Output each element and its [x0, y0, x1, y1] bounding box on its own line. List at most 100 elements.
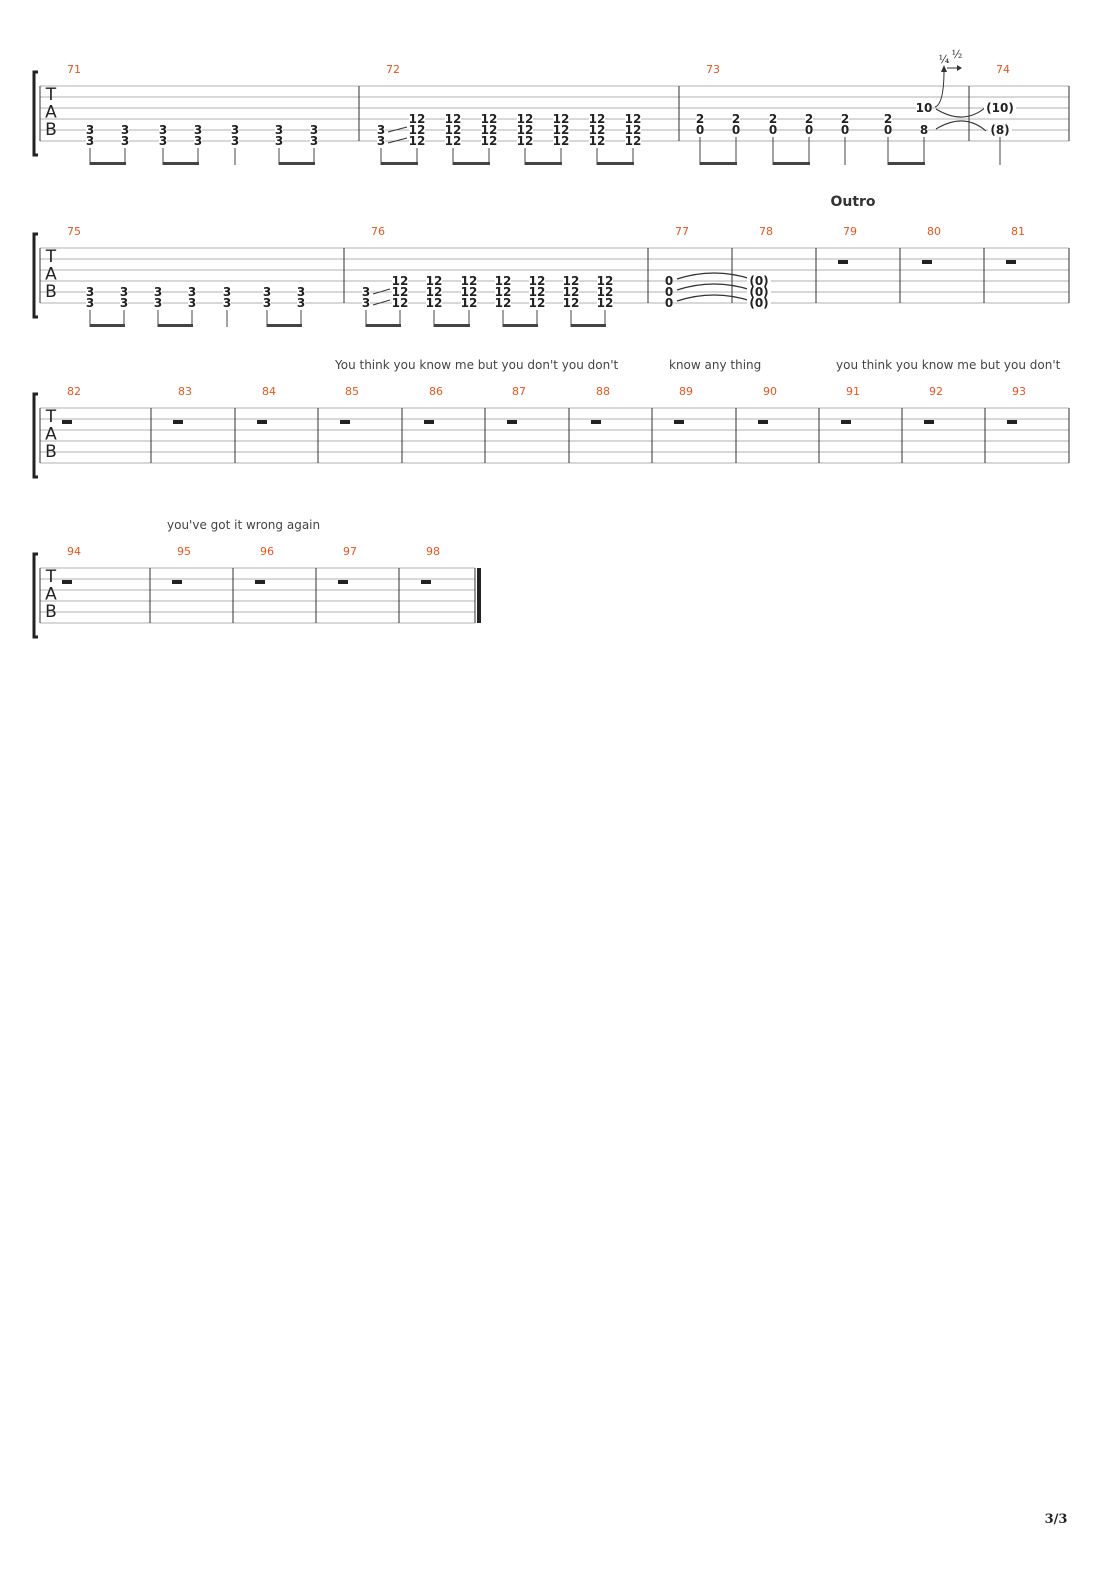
- fret-backing: [392, 287, 408, 297]
- system-bracket: [32, 70, 38, 157]
- fret-backing: [805, 114, 813, 124]
- fret-number: 3: [121, 134, 129, 148]
- tie-arc: [676, 283, 752, 291]
- bar-number: 92: [929, 385, 943, 398]
- fret-number: 0: [884, 123, 892, 137]
- tab-clef-letter: A: [45, 265, 57, 285]
- fret-number: 12: [426, 296, 443, 310]
- fret-backing: [747, 276, 771, 286]
- fret-backing: [461, 276, 477, 286]
- fret-backing: [563, 287, 579, 297]
- fret-number: (10): [986, 101, 1014, 115]
- page-number: 3/3: [1045, 1512, 1068, 1527]
- tab-clef-letter: T: [45, 247, 57, 267]
- fret-backing: [297, 287, 305, 297]
- fret-backing: [362, 298, 370, 308]
- fret-number: 12: [589, 134, 606, 148]
- bar-number: 91: [846, 385, 860, 398]
- bar-number: 88: [596, 385, 610, 398]
- whole-rest: [62, 580, 72, 584]
- fret-number: 3: [159, 123, 167, 137]
- fret-number: 3: [86, 285, 94, 299]
- fret-number: 2: [696, 112, 704, 126]
- fret-number: 0: [732, 123, 740, 137]
- fret-backing: [86, 125, 94, 135]
- fret-backing: [377, 125, 385, 135]
- fret-number: 3: [231, 123, 239, 137]
- fret-backing: [747, 287, 771, 297]
- fret-number: 3: [377, 134, 385, 148]
- fret-number: 3: [121, 123, 129, 137]
- fret-number: (0): [749, 274, 768, 288]
- whole-rest: [758, 420, 768, 424]
- fret-number: 12: [481, 134, 498, 148]
- fret-backing: [86, 136, 94, 146]
- system-bracket: [32, 552, 38, 639]
- whole-rest: [922, 260, 932, 264]
- fret-number: 12: [563, 285, 580, 299]
- note-beam: [453, 162, 490, 165]
- note-beam: [571, 324, 606, 327]
- tab-clef-letter: T: [45, 407, 57, 427]
- section-label-outro: Outro: [830, 194, 875, 210]
- fret-number: 12: [517, 112, 534, 126]
- fret-backing: [310, 136, 318, 146]
- fret-backing: [377, 136, 385, 146]
- fret-backing: [589, 114, 605, 124]
- fret-backing: [86, 298, 94, 308]
- fret-number: 2: [769, 112, 777, 126]
- fret-backing: [884, 125, 892, 135]
- fret-backing: [563, 276, 579, 286]
- fret-number: 3: [275, 134, 283, 148]
- slide-line: [372, 299, 391, 306]
- fret-number: 0: [696, 123, 704, 137]
- fret-backing: [154, 287, 162, 297]
- tab-clef-letter: T: [45, 85, 57, 105]
- lyric-line: You think you know me but you don't you …: [334, 358, 619, 372]
- fret-number: 12: [409, 134, 426, 148]
- whole-rest: [674, 420, 684, 424]
- fret-number: 3: [275, 123, 283, 137]
- fret-backing: [920, 125, 928, 135]
- fret-backing: [769, 114, 777, 124]
- tab-clef-letter: A: [45, 585, 57, 605]
- whole-rest: [924, 420, 934, 424]
- fret-number: 3: [194, 123, 202, 137]
- note-beam: [163, 162, 199, 165]
- fret-number: 3: [120, 296, 128, 310]
- note-beam: [90, 324, 125, 327]
- fret-backing: [769, 125, 777, 135]
- whole-rest: [424, 420, 434, 424]
- fret-backing: [517, 136, 533, 146]
- fret-number: 2: [805, 112, 813, 126]
- whole-rest: [591, 420, 601, 424]
- note-beam: [158, 324, 193, 327]
- tab-clef-letter: B: [45, 282, 57, 302]
- fret-number: (8): [990, 123, 1009, 137]
- fret-number: 3: [223, 285, 231, 299]
- fret-number: 12: [563, 296, 580, 310]
- fret-number: 12: [409, 112, 426, 126]
- fret-number: 0: [805, 123, 813, 137]
- fret-number: 12: [392, 274, 409, 288]
- slide-line: [387, 137, 408, 144]
- fret-backing: [426, 276, 442, 286]
- fret-backing: [696, 125, 704, 135]
- fret-number: 12: [445, 134, 462, 148]
- fret-backing: [597, 287, 613, 297]
- fret-backing: [409, 125, 425, 135]
- bar-number: 71: [67, 63, 81, 76]
- fret-backing: [589, 136, 605, 146]
- fret-number: 12: [625, 123, 642, 137]
- fret-number: 3: [86, 134, 94, 148]
- bar-number: 97: [343, 545, 357, 558]
- bend-curve: [934, 69, 945, 108]
- fret-number: 3: [377, 123, 385, 137]
- fret-backing: [625, 136, 641, 146]
- fret-number: 3: [86, 123, 94, 137]
- fret-backing: [275, 136, 283, 146]
- fret-backing: [517, 125, 533, 135]
- system-bracket: [32, 232, 38, 319]
- fret-number: 12: [625, 134, 642, 148]
- tie-arc: [676, 294, 752, 302]
